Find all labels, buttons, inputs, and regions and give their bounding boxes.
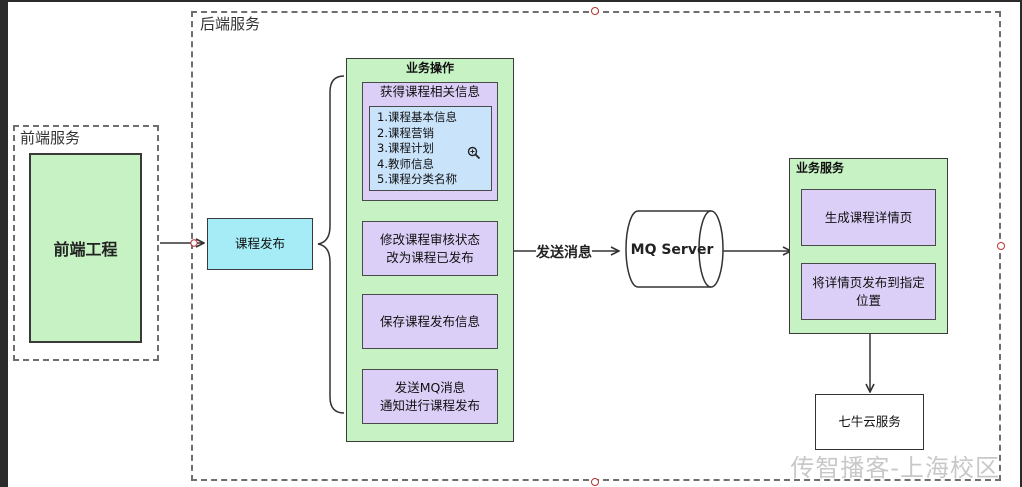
- diagram-canvas: 后端服务 前端服务 前端工程 课程发布 业务操作 获得课程相关信息 1.课程基本…: [8, 2, 1020, 487]
- modify-status-box[interactable]: 修改课程审核状态 改为课程已发布: [362, 221, 498, 276]
- course-publish-node[interactable]: 课程发布: [207, 218, 313, 270]
- send-mq-box[interactable]: 发送MQ消息 通知进行课程发布: [362, 369, 498, 424]
- selection-handle[interactable]: [591, 478, 599, 486]
- info-item-2: 2.课程营销: [377, 125, 434, 140]
- mq-server-cylinder: [625, 210, 724, 288]
- info-item-3: 3.课程计划: [377, 141, 434, 155]
- biz-ops-title: 业务操作: [405, 61, 454, 75]
- gen-page-box[interactable]: 生成课程详情页: [801, 189, 936, 246]
- biz-service-title: 业务服务: [796, 161, 845, 175]
- connectors-layer: [160, 75, 1020, 414]
- info-list-box: 1.课程基本信息 2.课程营销 3.课程计划 4.教师信息 5.课程分类名称: [369, 106, 492, 191]
- modify-status-line1: 修改课程审核状态: [379, 231, 480, 247]
- selection-handle[interactable]: [591, 7, 599, 15]
- info-item-1: 1.课程基本信息: [377, 110, 457, 124]
- selection-handle[interactable]: [997, 242, 1005, 250]
- publish-page-line2: 位置: [855, 292, 881, 308]
- send-mq-line2: 通知进行课程发布: [379, 397, 480, 413]
- watermark-text: 传智播客-上海校区: [790, 454, 1000, 482]
- info-item-4: 4.教师信息: [377, 156, 434, 171]
- send-mq-line1: 发送MQ消息: [394, 379, 466, 395]
- mq-server-label[interactable]: MQ Server: [630, 242, 714, 258]
- save-info-box[interactable]: 保存课程发布信息: [362, 294, 498, 349]
- frontend-project-node[interactable]: 前端工程: [29, 153, 142, 343]
- frontend-group: [13, 125, 159, 361]
- publish-page-line1: 将详情页发布到指定: [812, 274, 925, 290]
- backend-group-label: 后端服务: [200, 15, 261, 33]
- publish-page-box[interactable]: 将详情页发布到指定 位置: [801, 263, 936, 320]
- get-info-title: 获得课程相关信息: [379, 84, 480, 99]
- operations-brace: [317, 75, 345, 414]
- magnifier-plus-icon: [467, 145, 481, 160]
- info-item-5: 5.课程分类名称: [377, 172, 457, 186]
- send-message-label: 发送消息: [536, 242, 592, 262]
- modify-status-line2: 改为课程已发布: [386, 249, 474, 265]
- frontend-group-label: 前端服务: [20, 129, 81, 147]
- frontend-to-publish-arrow: [160, 240, 204, 246]
- qiniu-service-node[interactable]: 七牛云服务: [815, 394, 924, 450]
